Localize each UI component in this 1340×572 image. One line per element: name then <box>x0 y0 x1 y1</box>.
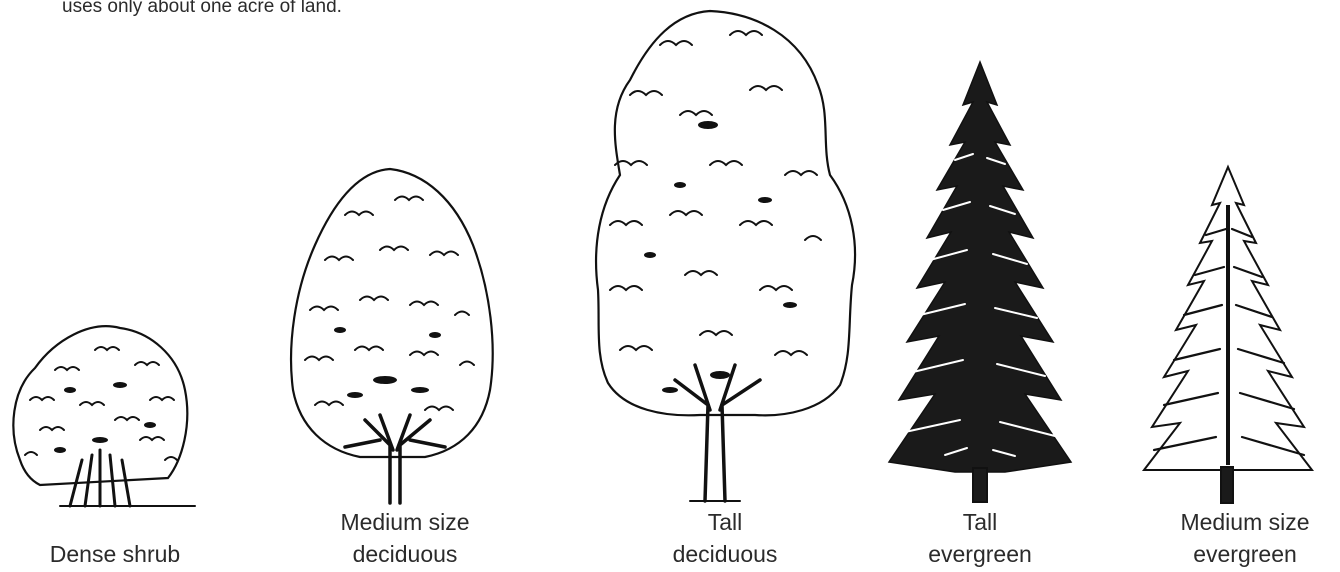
medium-evergreen-trunk <box>1221 467 1233 503</box>
tall-evergreen-trunk <box>973 468 987 502</box>
medium-evergreen-illustration <box>1140 165 1315 505</box>
medium-deciduous-illustration <box>285 165 505 505</box>
medium-deciduous-crown <box>291 169 493 457</box>
tall-evergreen-illustration <box>885 60 1075 505</box>
tall-evergreen-foliage <box>889 62 1071 472</box>
label-medium-evergreen: Medium size evergreen <box>1165 506 1325 570</box>
intro-text: uses only about one acre of land. <box>62 0 342 20</box>
label-dense-shrub: Dense shrub <box>40 538 190 570</box>
tall-deciduous-illustration <box>590 5 865 505</box>
dense-shrub-illustration <box>0 310 200 510</box>
tall-deciduous-crown <box>596 11 855 415</box>
label-medium-deciduous: Medium size deciduous <box>330 506 480 570</box>
label-tall-evergreen: Tall evergreen <box>905 506 1055 570</box>
label-tall-deciduous: Tall deciduous <box>650 506 800 570</box>
